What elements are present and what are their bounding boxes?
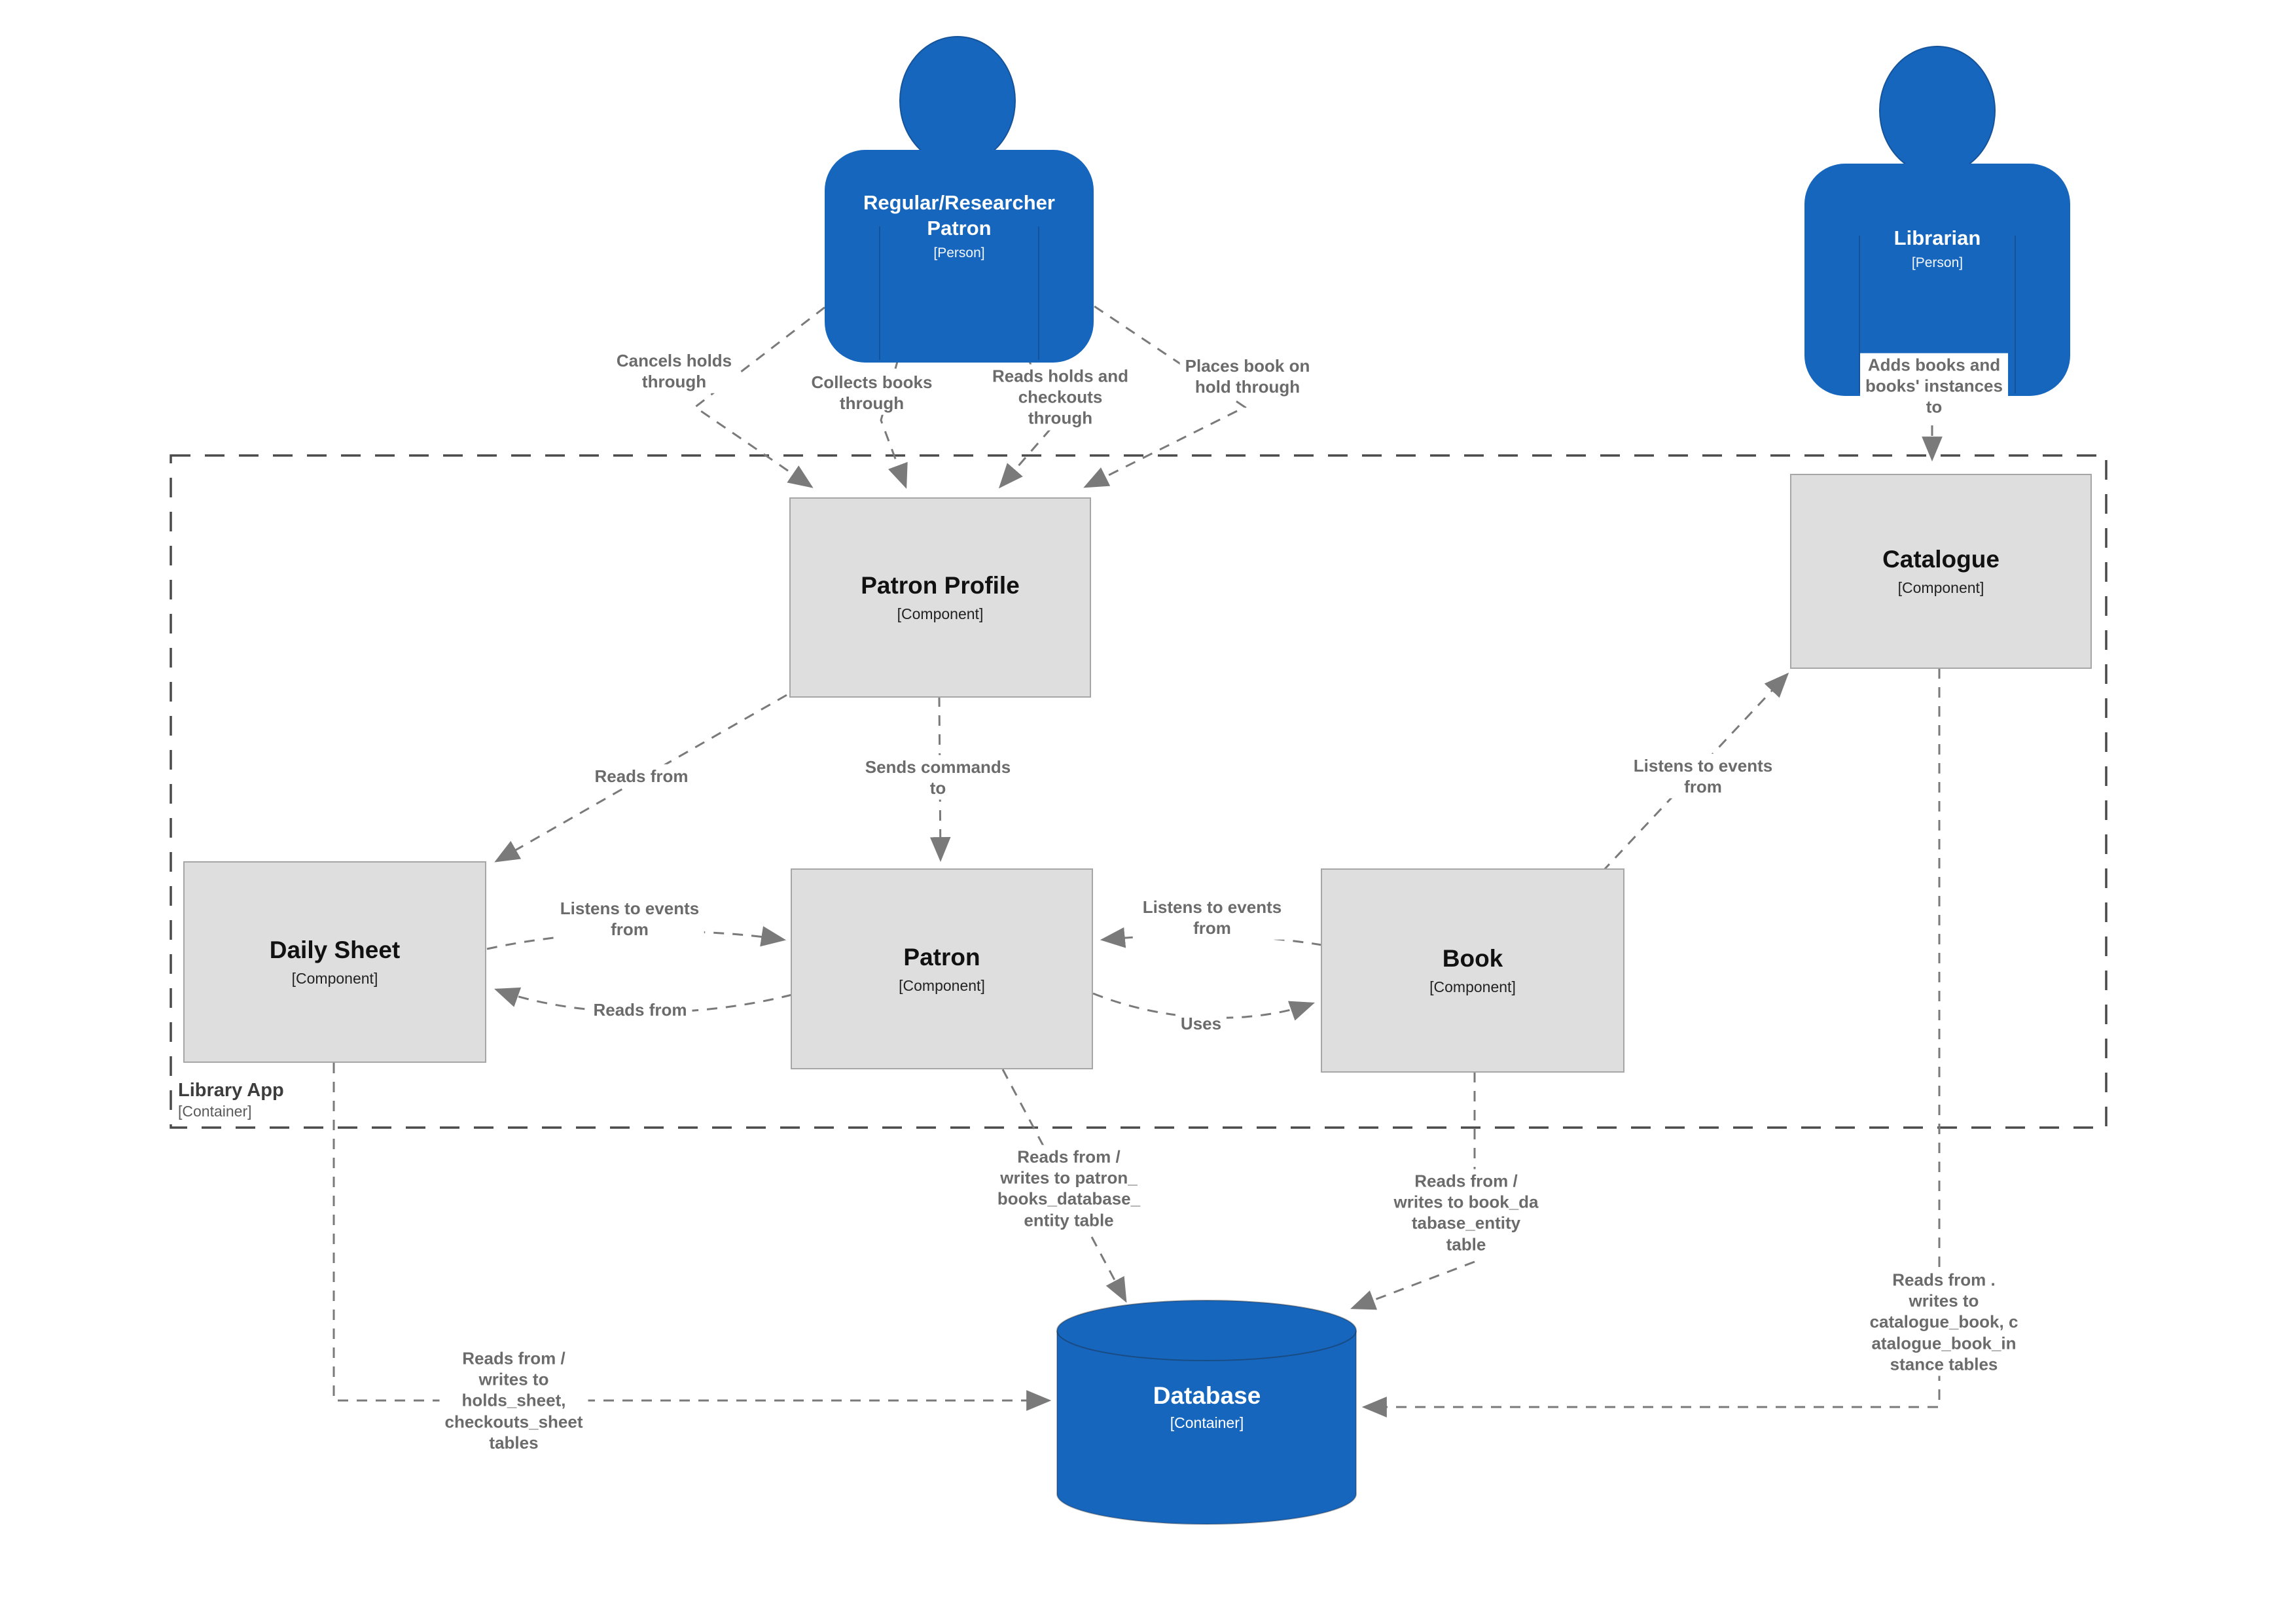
edge-label-book-db: Reads from / writes to book_da tabase_en…: [1388, 1169, 1544, 1257]
component-patron-profile: Patron Profile [Component]: [789, 497, 1091, 698]
database-cylinder: [1056, 1300, 1357, 1525]
librarian-person-arm-line: [2015, 236, 2016, 393]
component-catalogue-name: Catalogue: [1882, 546, 2000, 573]
librarian-person-type: [Person]: [1911, 255, 1964, 270]
patron-person-name: Regular/Researcher Patron: [863, 191, 1055, 240]
patron-person-type: [Person]: [933, 245, 985, 260]
component-patron-type: [Component]: [899, 976, 985, 994]
librarian-person-name: Librarian: [1893, 226, 1981, 249]
edge-book-to-database: [1350, 1072, 1476, 1310]
component-patron-profile-type: [Component]: [897, 605, 984, 622]
edge-label-adds-books: Adds books and books' instances to: [1860, 353, 2008, 419]
boundary-name: Library App: [178, 1080, 284, 1101]
component-book-type: [Component]: [1429, 978, 1516, 995]
database-type: [Container]: [1170, 1414, 1244, 1431]
component-patron-profile-name: Patron Profile: [861, 572, 1020, 599]
component-patron: Patron [Component]: [791, 868, 1093, 1069]
component-daily-sheet-type: [Component]: [291, 970, 378, 987]
component-patron-name: Patron: [903, 943, 980, 971]
edge-label-catalogue-listens: Listens to events from: [1628, 753, 1778, 799]
component-daily-sheet: Daily Sheet [Component]: [183, 861, 486, 1063]
edge-label-patron-db: Reads from / writes to patron_ books_dat…: [992, 1145, 1146, 1232]
boundary-type: [Container]: [178, 1103, 252, 1120]
library-app-boundary-label: Library App [Container]: [178, 1080, 284, 1120]
component-catalogue-type: [Component]: [1897, 579, 1984, 596]
library-app-boundary: [170, 454, 2108, 1129]
component-book: Book [Component]: [1321, 868, 1624, 1073]
edge-label-catalogue-db: Reads from . writes to catalogue_book, c…: [1864, 1268, 2024, 1376]
edge-catalogue-to-database: [1361, 668, 1941, 1418]
edge-label-profile-reads-daily: Reads from: [589, 764, 694, 789]
component-catalogue: Catalogue [Component]: [1790, 474, 2092, 669]
edge-cancels-holds-through: [693, 294, 840, 488]
edge-places-book-on-hold-through: [1078, 294, 1247, 488]
edge-label-reads-holds: Reads holds and checkouts through: [986, 364, 1134, 431]
patron-person: Regular/Researcher Patron [Person]: [825, 150, 1094, 363]
edge-label-sends-commands: Sends commands to: [859, 755, 1016, 800]
edge-label-patron-reads-daily: Reads from: [588, 997, 692, 1022]
component-daily-sheet-name: Daily Sheet: [269, 936, 401, 963]
edge-label-daily-listens-patron: Listens to events from: [554, 896, 705, 942]
patron-person-arm-line: [879, 226, 880, 360]
edge-label-uses: Uses: [1175, 1011, 1227, 1036]
edge-label-book-listens-patron: Listens to events from: [1137, 895, 1287, 940]
edge-book-listens-to-patron: [1100, 927, 1323, 948]
edge-label-collects-books: Collects books through: [806, 370, 938, 416]
database-label: Database [Container]: [1153, 1382, 1261, 1432]
edge-collects-books-through: [880, 321, 910, 489]
component-book-name: Book: [1442, 945, 1503, 972]
edge-label-cancels-holds: Cancels holds through: [611, 348, 738, 394]
edge-label-places-hold: Places book on hold through: [1179, 353, 1316, 399]
librarian-person-head-icon: [1879, 46, 1996, 175]
edge-label-daily-db: Reads from / writes to holds_sheet, chec…: [439, 1346, 588, 1455]
database-name: Database: [1153, 1382, 1261, 1409]
edge-patron-to-database: [1001, 1069, 1127, 1303]
patron-person-head-icon: [899, 36, 1016, 166]
patron-person-arm-line: [1038, 226, 1039, 360]
librarian-person-arm-line: [1859, 236, 1860, 393]
